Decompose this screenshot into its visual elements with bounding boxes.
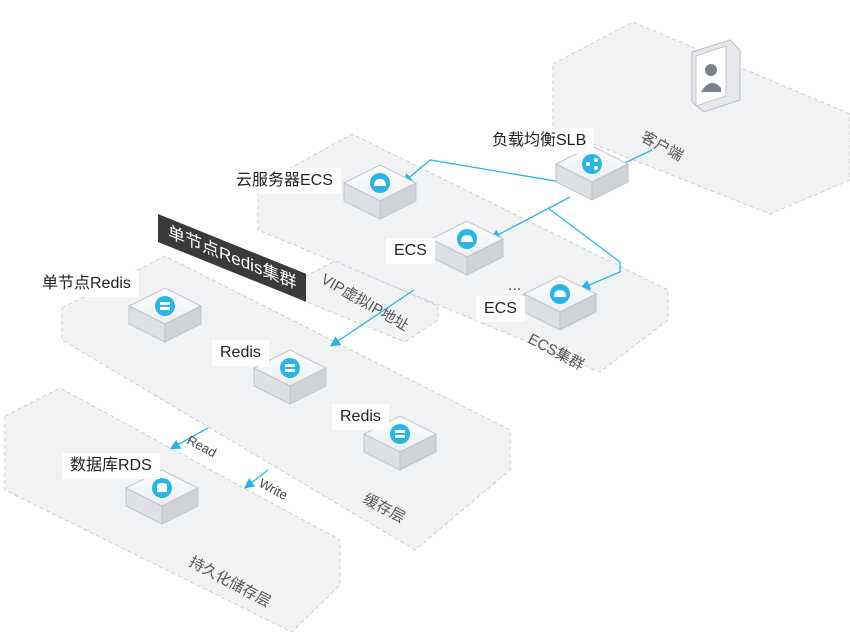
- redis-icon: [155, 296, 175, 316]
- slb-node[interactable]: [554, 145, 630, 201]
- redis-3-label: Redis: [332, 404, 389, 430]
- rds-label: 数据库RDS: [62, 453, 160, 479]
- ecs-ellipsis: ...: [508, 277, 521, 294]
- ecs-icon: [370, 173, 390, 193]
- client-plane: [552, 21, 850, 215]
- write-line: [243, 469, 269, 489]
- redis-2-label: Redis: [212, 340, 269, 366]
- slb-to-ecs-main-line: [402, 159, 586, 187]
- rds-node[interactable]: [124, 469, 200, 525]
- ecs-main-label: 云服务器ECS: [228, 168, 341, 194]
- ecs-icon: [457, 229, 477, 249]
- slb-icon: [582, 154, 602, 174]
- client-device-icon: [691, 39, 741, 113]
- vip-to-redis-line: [329, 289, 415, 347]
- redis-icon: [280, 358, 300, 378]
- redis-node-2[interactable]: [252, 349, 328, 405]
- slb-to-ecs-3-line: [547, 207, 621, 290]
- ecs-icon: [550, 284, 570, 304]
- redis-single-label: 单节点Redis: [34, 271, 139, 297]
- slb-to-ecs-2-line: [489, 196, 571, 240]
- read-label: Read: [185, 432, 219, 460]
- redis-single-node[interactable]: [127, 287, 203, 343]
- redis-icon: [390, 424, 410, 444]
- rds-icon: [152, 478, 172, 498]
- read-line: [169, 427, 209, 450]
- ecs-node-3[interactable]: [522, 275, 598, 331]
- slb-label: 负载均衡SLB: [484, 128, 595, 154]
- redis-node-3[interactable]: [362, 415, 438, 471]
- ecs-2-label: ECS: [386, 238, 435, 264]
- ecs-node-2[interactable]: [429, 220, 505, 276]
- ecs-main-node[interactable]: [342, 164, 418, 220]
- ecs-3-label: ECS: [476, 296, 525, 322]
